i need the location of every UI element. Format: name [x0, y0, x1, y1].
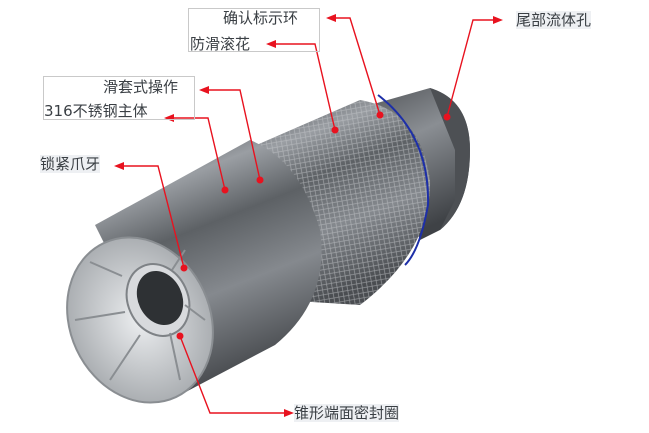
- label-anti-slip-knurl: 防滑滚花: [190, 35, 251, 53]
- label-locking-claw: 锁紧爪牙: [40, 155, 101, 173]
- label-sliding-sleeve: 滑套式操作: [103, 78, 179, 96]
- leader-arrowheads: [114, 14, 503, 417]
- front-face: [66, 236, 214, 404]
- label-confirm-ring: 确认标示环: [223, 9, 299, 27]
- label-tail-fluid-hole: 尾部流体孔: [516, 11, 592, 29]
- leader-lines: [120, 17, 497, 414]
- label-cone-seal: 锥形端面密封圈: [294, 404, 400, 422]
- leader-dots: [176, 111, 451, 340]
- label-box-left: [43, 76, 195, 120]
- label-stainless-body: 316不锈钢主体: [44, 102, 148, 120]
- label-box-top: [188, 8, 320, 52]
